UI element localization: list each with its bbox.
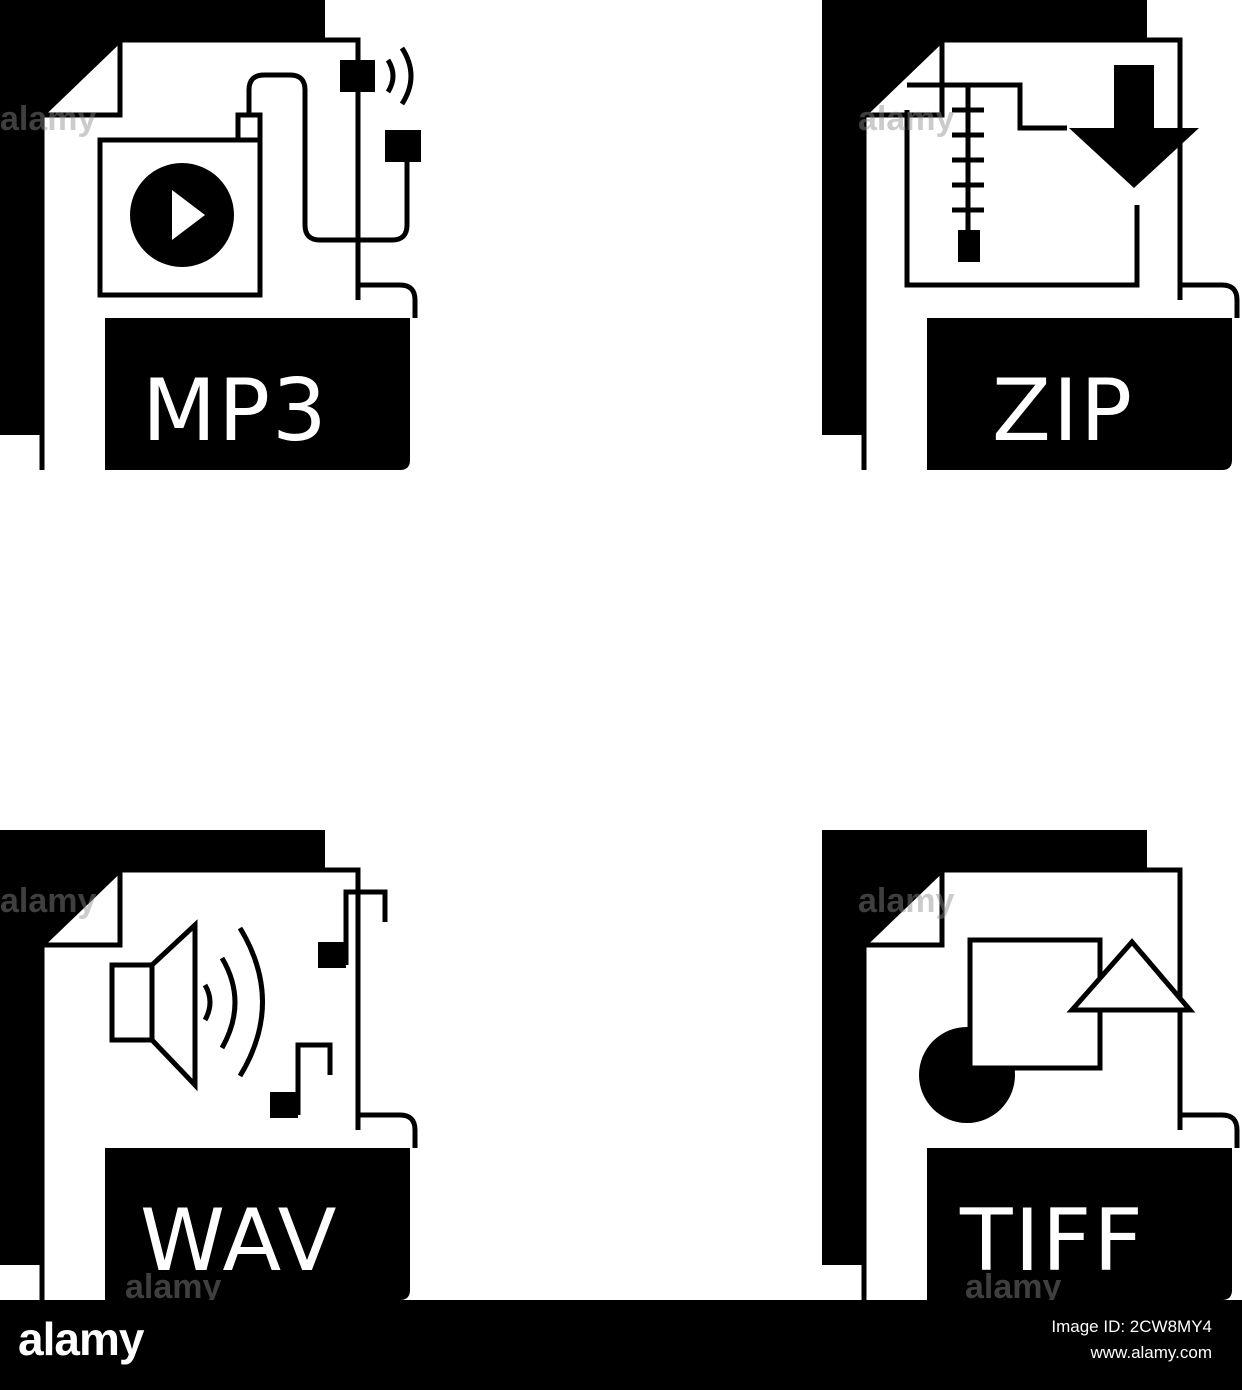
watermark-text: alamy <box>965 1268 1062 1306</box>
file-type-label: TIFF <box>959 1191 1145 1291</box>
file-type-label: WAV <box>140 1191 339 1291</box>
footer-bar: alamy Image ID: 2CW8MY4 www.alamy.com <box>0 1300 1242 1390</box>
watermark-text: alamy <box>0 882 97 920</box>
image-id-text: Image ID: 2CW8MY4 <box>1051 1317 1212 1336</box>
footer-meta: Image ID: 2CW8MY4 www.alamy.com <box>1051 1314 1212 1366</box>
alamy-logo: alamy <box>18 1313 144 1365</box>
watermark-text: alamy <box>125 1268 222 1306</box>
tiff-file-icon: TIFF <box>822 830 1242 1310</box>
watermark-text: alamy <box>0 100 97 138</box>
site-url-text: www.alamy.com <box>1090 1343 1212 1362</box>
watermark-text: alamy <box>858 100 955 138</box>
watermark-text: alamy <box>858 882 955 920</box>
wav-file-icon: WAV <box>0 830 430 1310</box>
mp3-file-icon: MP3 <box>0 0 430 480</box>
file-type-label: ZIP <box>992 361 1134 461</box>
zip-file-icon: ZIP <box>822 0 1242 480</box>
file-type-label: MP3 <box>142 361 329 461</box>
